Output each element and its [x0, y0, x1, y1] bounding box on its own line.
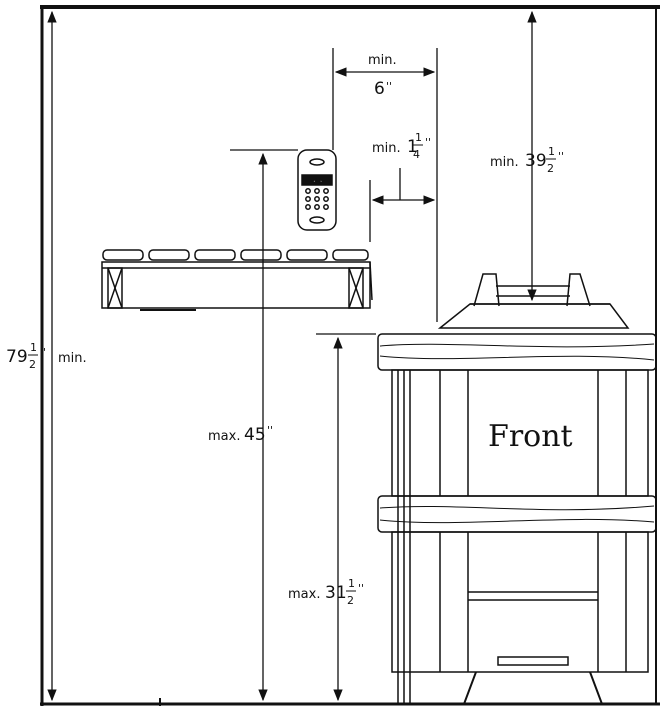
control-panel-keys — [305, 188, 329, 210]
label-min-39-prefix: min. — [490, 155, 519, 170]
dimension-lines — [47, 10, 537, 702]
label-max-45-value: 45 — [244, 425, 266, 445]
label-max-31-den: 2 — [347, 594, 354, 607]
svg-text:▸: ▸ — [320, 177, 324, 185]
label-min-6-prefix: min. — [368, 53, 397, 68]
label-min-1-1-4-unit: '' — [425, 136, 431, 149]
heater — [377, 273, 657, 705]
heater-door-handle — [497, 656, 569, 666]
control-panel-body — [297, 149, 337, 231]
label-min-1-1-4-prefix: min. — [372, 141, 401, 156]
label-min-1-1-4-whole: 1 — [407, 137, 418, 157]
label-min-1-1-4-num: 1 — [415, 131, 422, 144]
label-max-31-unit: '' — [358, 582, 364, 595]
label-max-31-num: 1 — [348, 577, 355, 590]
label-min-39-den: 2 — [547, 162, 554, 175]
heater-upper-band — [377, 333, 657, 371]
control-panel-top-button — [309, 158, 325, 166]
label-max-31-prefix: max. — [288, 587, 320, 602]
control-panel: ◂ ▸ — [297, 149, 337, 231]
label-79-suffix: min. — [58, 351, 87, 366]
heater-top — [437, 303, 630, 329]
bench — [101, 249, 373, 311]
heater-lower-band — [377, 495, 657, 533]
label-min-6-value: 6 — [374, 79, 385, 99]
label-max-45-unit: '' — [267, 424, 273, 437]
room-walls — [40, 5, 660, 706]
label-79-unit: '' — [40, 346, 46, 359]
label-min-39-whole: 39 — [525, 151, 547, 171]
label-79-den: 2 — [29, 358, 36, 371]
bench-frame — [101, 261, 371, 309]
heater-front-label: Front — [488, 419, 573, 454]
label-min-1-1-4-den: 4 — [413, 148, 420, 161]
labels: min. 6 '' min. 1 1 4 '' min. 39 1 2 '' 7… — [6, 53, 573, 607]
label-max-31-whole: 31 — [325, 583, 347, 603]
control-panel-bottom-button — [309, 216, 325, 224]
label-min-39-num: 1 — [548, 145, 555, 158]
label-min-39-unit: '' — [558, 150, 564, 163]
label-min-6-unit: '' — [386, 80, 392, 93]
label-79-whole: 79 — [6, 347, 28, 367]
svg-text:◂: ◂ — [312, 177, 316, 185]
label-max-45-prefix: max. — [208, 429, 240, 444]
label-79-num: 1 — [30, 341, 37, 354]
control-panel-display — [301, 174, 333, 186]
